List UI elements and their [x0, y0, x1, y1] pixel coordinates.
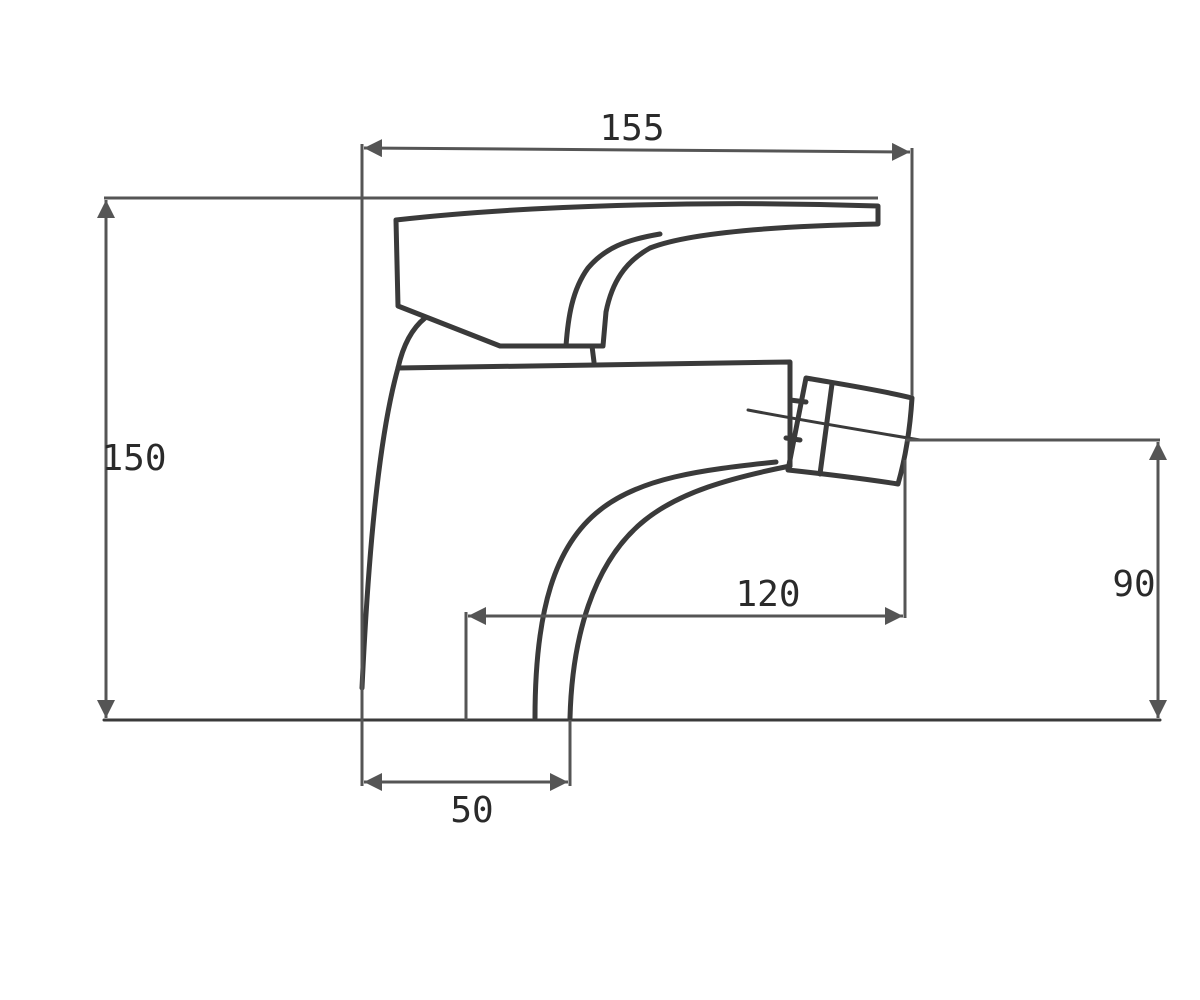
dimension-overall-height: 150 — [97, 200, 167, 718]
lever-neck — [395, 315, 428, 371]
extension-lines — [104, 144, 1160, 786]
lever-handle — [393, 201, 881, 349]
aerator-nozzle — [746, 375, 922, 487]
faucet-outline — [102, 201, 1162, 722]
dimension-label-overall-width: 155 — [599, 108, 664, 149]
dimension-overall-width: 155 — [363, 108, 911, 161]
dimension-label-base-width: 50 — [450, 790, 493, 831]
spout-inner-curve — [567, 463, 793, 721]
dimension-label-overall-height: 150 — [101, 438, 166, 479]
dimension-label-spout-height: 90 — [1112, 564, 1155, 605]
lever-handle-inner-curve — [563, 231, 663, 349]
dimension-base-width: 50 — [364, 773, 568, 831]
spout-outer-curve — [532, 459, 779, 721]
dimension-label-spout-reach: 120 — [735, 574, 800, 615]
dimension-spout-height: 90 — [1112, 442, 1167, 718]
faucet-body-back — [359, 359, 793, 691]
lever-neck-right — [589, 343, 597, 365]
dimension-spout-reach: 120 — [468, 574, 903, 625]
